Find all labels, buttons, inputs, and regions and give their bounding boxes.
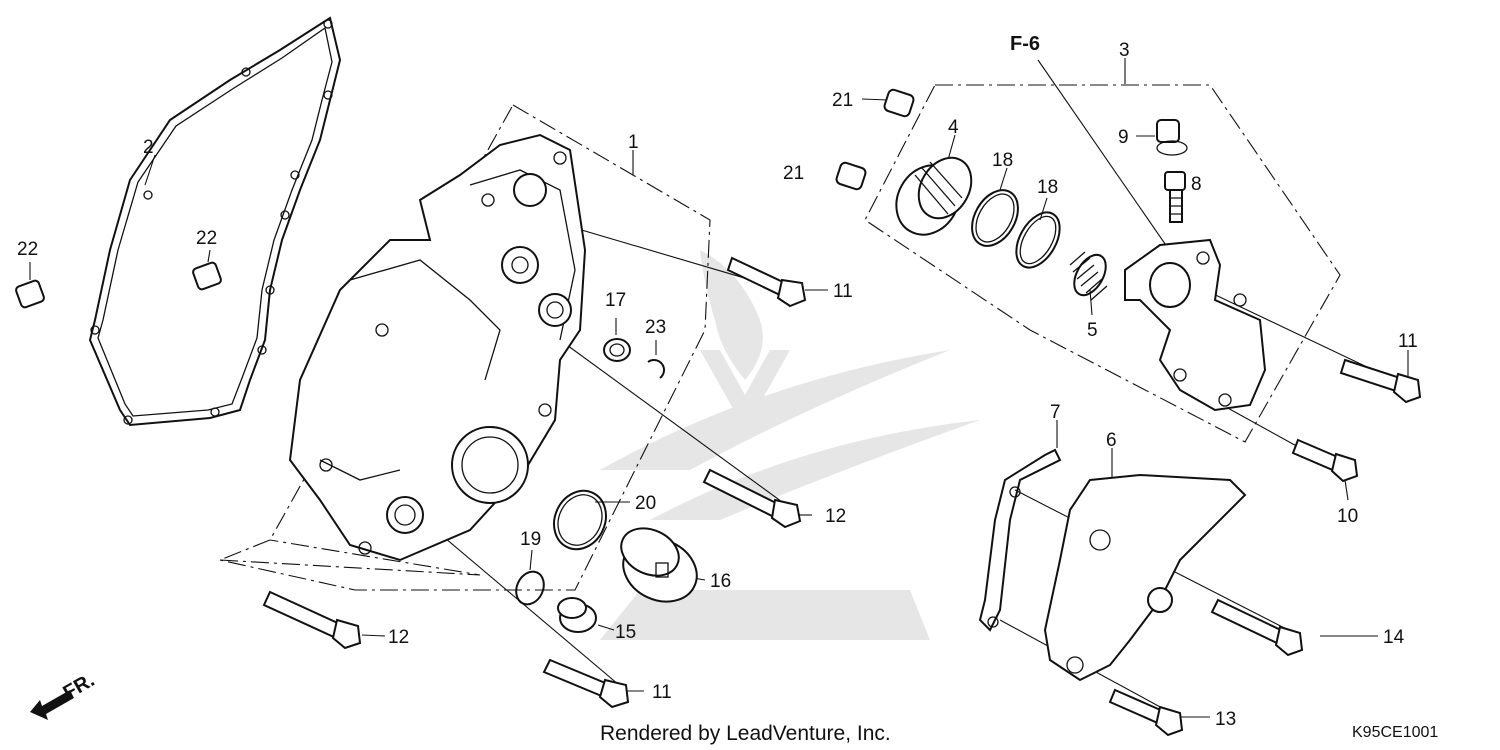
seal-part-18-second bbox=[1015, 211, 1061, 269]
slave-cylinder-part-3 bbox=[1124, 238, 1267, 412]
callout-20: 20 bbox=[635, 493, 656, 514]
bolt-part-14 bbox=[1210, 598, 1304, 657]
bolt-part-12-middle bbox=[702, 468, 802, 529]
callout-18-second: 18 bbox=[1037, 177, 1058, 198]
cap-part-15 bbox=[557, 597, 597, 633]
callout-10: 10 bbox=[1337, 506, 1358, 527]
callout-11-right: 11 bbox=[1398, 331, 1418, 352]
dowel-part-21-upper bbox=[883, 88, 915, 118]
callout-12-left: 12 bbox=[388, 627, 409, 648]
bolt-part-12-left bbox=[262, 590, 362, 650]
callout-5: 5 bbox=[1087, 320, 1098, 341]
callout-16: 16 bbox=[710, 571, 731, 592]
cap-part-16 bbox=[620, 527, 698, 603]
callout-18-first: 18 bbox=[992, 150, 1013, 171]
snap-ring-part-23 bbox=[647, 359, 665, 379]
oil-seal-part-17 bbox=[603, 338, 631, 362]
callout-21-upper: 21 bbox=[832, 90, 853, 111]
bolt-part-13 bbox=[1108, 688, 1184, 737]
bolt-part-10 bbox=[1291, 438, 1359, 483]
reference-label-f6: F-6 bbox=[1010, 33, 1040, 55]
callout-9: 9 bbox=[1118, 127, 1129, 148]
callout-3: 3 bbox=[1119, 40, 1130, 61]
callout-7: 7 bbox=[1050, 402, 1061, 423]
callout-2: 2 bbox=[143, 137, 154, 158]
sprocket-cover-part-6 bbox=[1043, 473, 1247, 682]
callout-1: 1 bbox=[628, 132, 639, 153]
callout-14: 14 bbox=[1383, 627, 1405, 648]
seal-part-18-first bbox=[971, 189, 1019, 247]
callout-11-upper: 11 bbox=[833, 281, 853, 302]
o-ring-part-19 bbox=[515, 570, 545, 606]
callout-8: 8 bbox=[1191, 174, 1202, 195]
callout-15: 15 bbox=[615, 622, 636, 643]
bolt-part-11-upper bbox=[726, 256, 807, 308]
callout-17: 17 bbox=[605, 290, 626, 311]
bolt-part-11-right bbox=[1339, 358, 1422, 404]
callout-6: 6 bbox=[1106, 430, 1117, 451]
callout-12-middle: 12 bbox=[825, 506, 846, 527]
callout-13: 13 bbox=[1215, 709, 1236, 730]
piston-part-4 bbox=[895, 156, 973, 236]
o-ring-part-20 bbox=[553, 489, 607, 551]
gasket-part-2 bbox=[88, 16, 342, 427]
callout-19: 19 bbox=[520, 529, 541, 550]
bolt-part-11-lower bbox=[542, 658, 630, 709]
front-arrow-icon bbox=[30, 690, 74, 720]
spring-part-5 bbox=[1069, 251, 1108, 301]
callout-21-lower: 21 bbox=[783, 163, 804, 184]
assembly-outlines bbox=[218, 84, 1341, 591]
bleeder-valve-part-8 bbox=[1164, 171, 1186, 223]
crankcase-cover-part-1 bbox=[288, 133, 587, 562]
callout-labels: 1 2 3 4 5 6 7 8 9 10 11 11 11 12 12 13 1… bbox=[17, 33, 1438, 745]
dowel-pin-part-22 bbox=[15, 261, 222, 309]
bleeder-cap-part-9 bbox=[1156, 119, 1188, 156]
gasket-part-7 bbox=[978, 448, 1062, 632]
callout-23: 23 bbox=[645, 317, 666, 338]
diagram-code: K95CE1001 bbox=[1352, 724, 1438, 741]
callout-4: 4 bbox=[948, 117, 959, 138]
callout-22-left: 22 bbox=[17, 239, 38, 260]
credit-text: Rendered by LeadVenture, Inc. bbox=[600, 722, 891, 745]
callout-11-lower: 11 bbox=[652, 682, 672, 703]
dowel-part-21-lower bbox=[835, 161, 867, 191]
callout-22-inner: 22 bbox=[196, 228, 217, 249]
